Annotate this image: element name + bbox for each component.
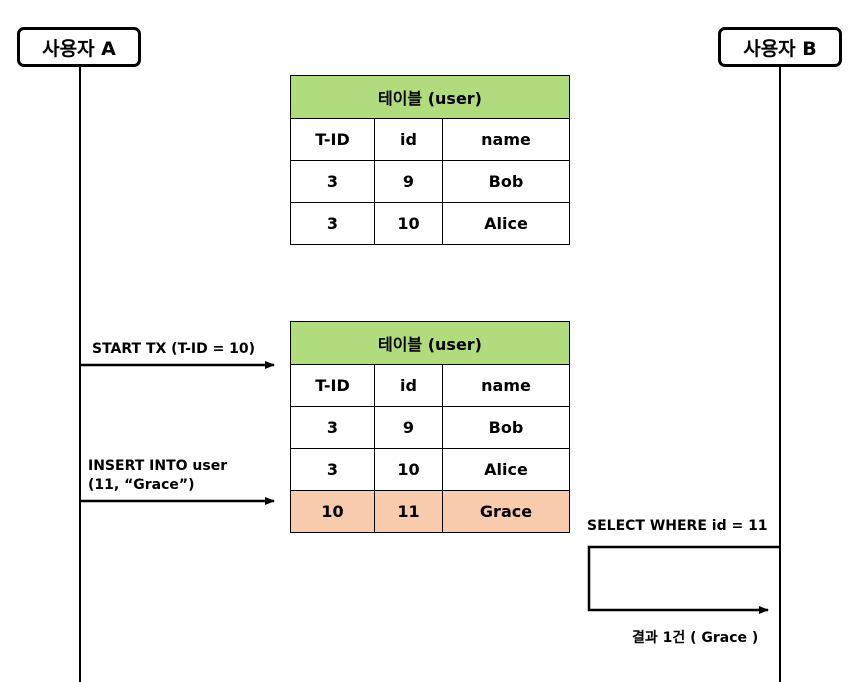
table-header-row: T-ID id name (290, 364, 570, 407)
column-header: T-ID (290, 118, 375, 161)
table-cell: Grace (442, 490, 570, 533)
actor-b-label: 사용자 B (743, 37, 817, 60)
inserted-row: 10 11 Grace (290, 490, 570, 533)
lifeline-a (79, 67, 81, 682)
column-header: id (374, 118, 443, 161)
table-row: 3 9 Bob (290, 160, 570, 203)
table-cell: Alice (442, 202, 570, 245)
insert-message-line2: (11, “Grace”) (88, 477, 195, 493)
select-arrow (587, 545, 779, 614)
lifeline-b (779, 67, 781, 682)
table-cell: 3 (290, 406, 375, 449)
column-header: name (442, 118, 570, 161)
actor-a-box: 사용자 A (17, 27, 141, 67)
table-title: 테이블 (user) (290, 321, 570, 365)
user-table-before: 테이블 (user) T-ID id name 3 9 Bob 3 10 Ali… (290, 75, 570, 245)
result-message: 결과 1건 ( Grace ) (632, 630, 759, 646)
table-cell: 11 (374, 490, 443, 533)
select-message: SELECT WHERE id = 11 (587, 518, 768, 534)
table-row: 3 9 Bob (290, 406, 570, 449)
table-cell: 10 (290, 490, 375, 533)
column-header: T-ID (290, 364, 375, 407)
insert-message: INSERT INTO user (11, “Grace”) (88, 457, 227, 495)
column-header: name (442, 364, 570, 407)
table-cell: Bob (442, 160, 570, 203)
table-cell: Alice (442, 448, 570, 491)
table-cell: 3 (290, 160, 375, 203)
table-cell: 3 (290, 448, 375, 491)
start-tx-message: START TX (T-ID = 10) (92, 341, 256, 357)
table-row: 3 10 Alice (290, 202, 570, 245)
table-cell: 3 (290, 202, 375, 245)
table-header-row: T-ID id name (290, 118, 570, 161)
actor-b-box: 사용자 B (718, 27, 842, 67)
insert-message-line1: INSERT INTO user (88, 458, 228, 474)
actor-a-label: 사용자 A (42, 37, 116, 60)
user-table-after: 테이블 (user) T-ID id name 3 9 Bob 3 10 Ali… (290, 321, 570, 533)
